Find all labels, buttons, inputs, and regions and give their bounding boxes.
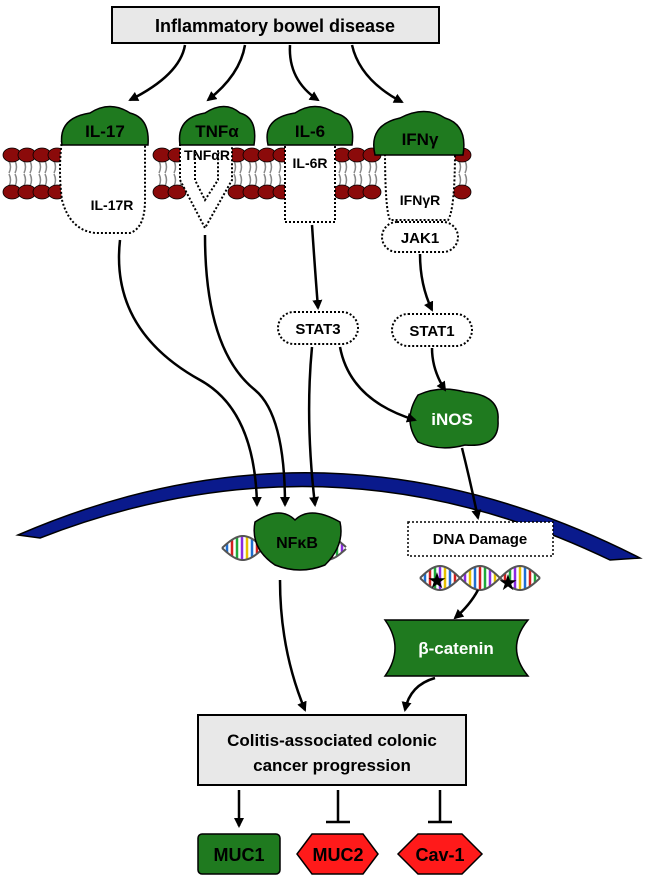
cav1-node: [396, 833, 484, 875]
lipid-tail: [368, 160, 378, 174]
jak1-to-stat1-arrow: [418, 253, 434, 312]
lipid-tail: [233, 173, 243, 187]
lipid-tail: [263, 173, 273, 187]
muc1-node: [197, 833, 281, 875]
ifng-receptor: [383, 149, 457, 221]
signaling-arrows: [117, 224, 482, 828]
dna-strand: [419, 564, 541, 592]
nfkb-to-outcome-arrow: [278, 579, 307, 712]
inos-node: [409, 388, 499, 449]
stat3-to-nfkb-arrow: [307, 346, 320, 507]
lipid-tail: [23, 173, 33, 187]
lipid-tail: [38, 173, 48, 187]
lipid-head: [452, 184, 472, 200]
top-arrows: [128, 44, 404, 104]
damage-star-icon: ★: [498, 570, 518, 595]
lipid-head: [167, 184, 187, 200]
cav1-label: Cav-1: [415, 845, 464, 865]
lipid-tail: [23, 160, 33, 174]
stat3-to-inos-arrow: [338, 346, 417, 423]
inos-to-dna-damage-arrow: [460, 447, 482, 520]
ifng-label: IFNγ: [402, 130, 439, 149]
tnfa-ligand: [178, 105, 256, 146]
il17-receptor: [59, 139, 146, 234]
ibd-box: [111, 6, 440, 44]
ifngr-label: IFNγR: [400, 192, 440, 208]
outcome-box: [197, 714, 467, 786]
lipid-tail: [38, 160, 48, 174]
lipid-tail: [353, 160, 363, 174]
tnfar-label: TNFαR: [184, 147, 230, 163]
outcome-line2: cancer progression: [253, 756, 411, 775]
lipid-tail: [8, 160, 18, 174]
dna-strand: [419, 564, 541, 592]
lipid-tail: [248, 173, 258, 187]
il6-ligand: [266, 105, 354, 146]
dna-damage-label: DNA Damage: [433, 531, 527, 548]
lipid-tail: [338, 160, 348, 174]
muc2-node: [296, 833, 379, 875]
cell-membrane: [2, 147, 472, 200]
outcome-inhibits-cav1: [428, 790, 452, 824]
lipid-tail: [8, 173, 18, 187]
stat1-node: [391, 313, 473, 347]
lipid-tail: [338, 173, 348, 187]
damage-star-icon: ★: [427, 568, 447, 593]
il17-to-nfkb-arrow: [117, 239, 262, 507]
lipid-tail: [158, 160, 168, 174]
stat1-to-inos-arrow: [430, 347, 447, 392]
lipid-tail: [458, 173, 468, 187]
inhibition-lines: [326, 790, 452, 824]
lipid-tail: [248, 160, 258, 174]
jak1-label: JAK1: [401, 230, 439, 247]
dna-damage-box: [407, 521, 554, 557]
il6r-label: IL-6R: [293, 155, 328, 171]
lipid-tail: [458, 160, 468, 174]
lipid-tail: [353, 173, 363, 187]
stat3-label: STAT3: [295, 321, 340, 338]
betacatenin-to-outcome-arrow: [401, 676, 436, 712]
lipid-head: [362, 184, 382, 200]
il17-label: IL-17: [85, 122, 125, 141]
lipid-tail: [263, 160, 273, 174]
tnfa-to-nfkb-arrow: [203, 234, 290, 507]
ifng-ligand: [373, 110, 465, 156]
beta-catenin-node: [383, 619, 530, 677]
stat1-label: STAT1: [409, 323, 454, 340]
nfkb-label: NFκB: [276, 535, 318, 552]
lipid-tail: [158, 173, 168, 187]
il6-to-stat3-arrow: [310, 224, 323, 310]
tnfa-label: TNFα: [195, 122, 239, 141]
dna-to-betacatenin-arrow: [453, 589, 480, 620]
ibd-title: Inflammatory bowel disease: [155, 16, 395, 36]
ligands: IL-17 TNFα IL-6 IFNγ: [60, 105, 465, 156]
il17r-label: IL-17R: [91, 197, 134, 213]
muc1-label: MUC1: [213, 845, 264, 865]
receptors: [59, 139, 457, 234]
il6-label: IL-6: [295, 122, 325, 141]
lipid-tail: [233, 160, 243, 174]
il6-receptor: [284, 139, 336, 223]
tnfa-receptor-inner: [194, 150, 219, 203]
il17-ligand: [60, 105, 149, 146]
nuclear-envelope: [15, 472, 643, 561]
outcome-line1: Colitis-associated colonic: [227, 731, 437, 750]
dna-helix-right: [419, 564, 541, 592]
jak1-node: [381, 221, 459, 253]
lipid-tail: [368, 173, 378, 187]
nfkb-node: [253, 512, 342, 571]
muc2-label: MUC2: [312, 845, 363, 865]
stat3-node: [277, 311, 359, 345]
outcome-inhibits-muc2: [326, 790, 350, 824]
beta-catenin-label: β-catenin: [418, 639, 494, 658]
inos-label: iNOS: [431, 410, 473, 429]
